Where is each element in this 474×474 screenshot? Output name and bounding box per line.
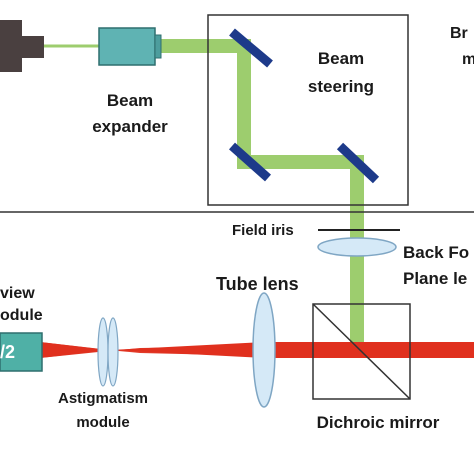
- steering-mirror-1: [229, 28, 273, 68]
- beam-steering-label-line2: steering: [308, 77, 374, 96]
- red-beam-mid: [110, 342, 265, 358]
- overview-module-label-line1: view: [0, 285, 35, 302]
- dichroic-mirror-label: Dichroic mirror: [317, 413, 440, 432]
- dichroic-diagonal: [312, 303, 411, 400]
- astigmatism-lens-1: [97, 317, 109, 387]
- camera-label: /2: [0, 342, 15, 362]
- red-beam-right: [265, 342, 474, 358]
- dichroic-cube: [312, 303, 411, 400]
- beam-expander-cap: [154, 34, 162, 59]
- overview-module-label-line2: odule: [0, 307, 43, 324]
- laser-source-body: [0, 20, 22, 72]
- astigmatism-label-line1: Astigmatism: [58, 390, 148, 407]
- bfp-lens-label-line1: Back Fo: [403, 243, 469, 262]
- astigmatism-label-line2: module: [76, 414, 129, 431]
- overview-camera: [0, 332, 43, 372]
- bfp-lens-label-line2: Plane le: [403, 269, 467, 288]
- top-right-fragment-line2: m: [462, 51, 474, 68]
- top-right-fragment-line1: Br: [450, 25, 468, 42]
- beam-steering-label-line1: Beam: [318, 49, 364, 68]
- field-iris-label: Field iris: [232, 222, 294, 239]
- tube-lens: [252, 292, 276, 408]
- red-beam-wedge: [40, 342, 110, 358]
- beam-expander-body: [98, 27, 156, 66]
- tube-lens-label: Tube lens: [216, 274, 299, 294]
- beam-expander-label-line1: Beam: [107, 91, 153, 110]
- steering-mirror-2: [229, 142, 271, 182]
- beam-expander-label-line2: expander: [92, 117, 168, 136]
- steering-mirror-3: [336, 142, 380, 184]
- beam-steering-box: [207, 14, 409, 206]
- back-focal-plane-lens: [317, 237, 397, 257]
- laser-source-nose: [22, 36, 44, 58]
- astigmatism-lens-2: [107, 317, 119, 387]
